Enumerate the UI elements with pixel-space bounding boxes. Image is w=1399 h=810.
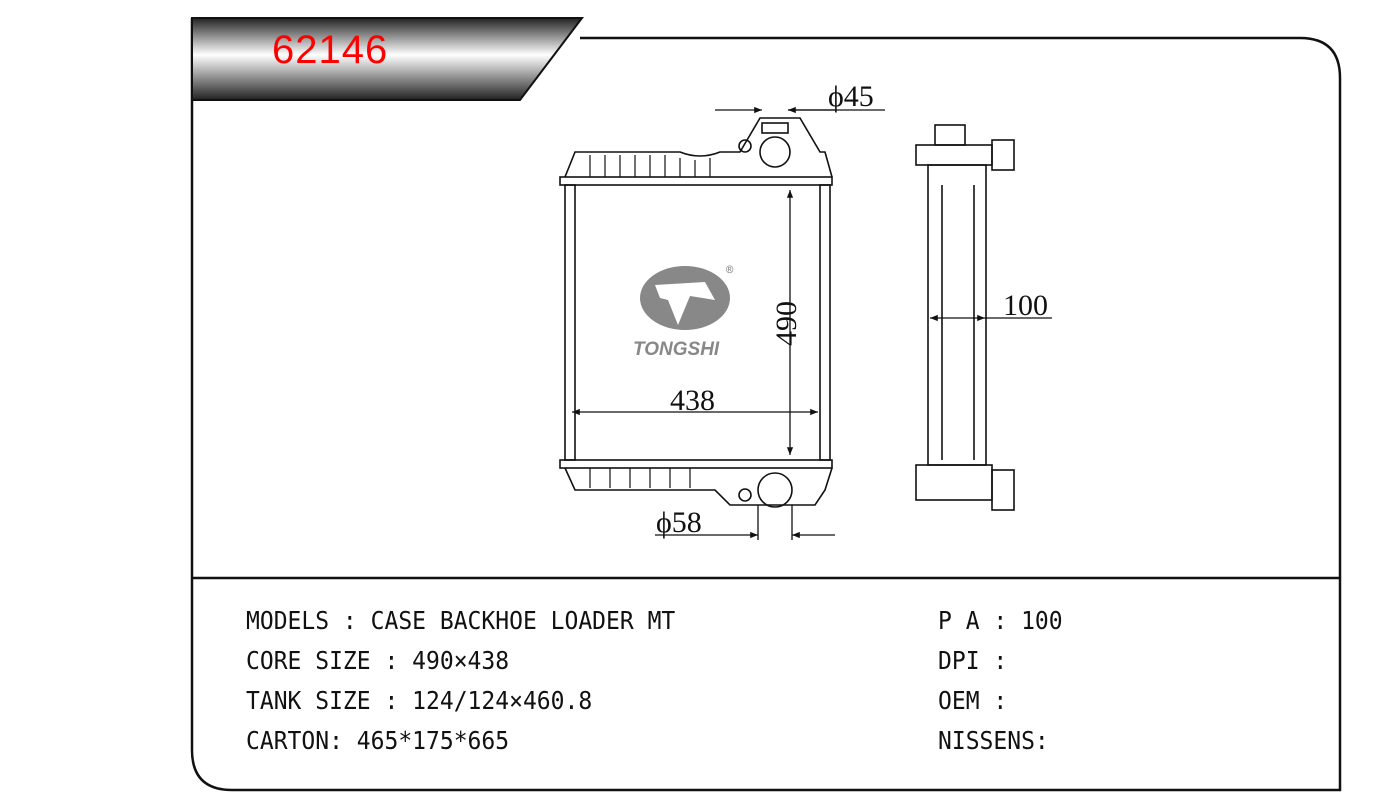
core-height-label: 490 [770, 301, 803, 346]
spec-tank-size: TANK SIZE : 124/124×460.8 [246, 686, 593, 715]
core-width-label: 438 [670, 384, 715, 417]
spec-nissens: NISSENS: [938, 726, 1049, 755]
spec-pa: P A : 100 [938, 606, 1063, 635]
spec-carton: CARTON: 465*175*665 [246, 726, 510, 755]
inlet-diameter-label: ϕ45 [828, 80, 874, 113]
spec-oem: OEM : [938, 686, 1008, 715]
outlet-diameter-label: ϕ58 [656, 506, 702, 539]
spec-core-size: CORE SIZE : 490×438 [246, 646, 510, 675]
part-number: 62146 [272, 28, 389, 72]
radiator-side-view [915, 124, 1015, 511]
radiator-front-view [559, 117, 833, 508]
registered-mark: ® [726, 263, 734, 277]
spec-models: MODELS : CASE BACKHOE LOADER MT [246, 606, 676, 635]
thickness-label: 100 [1003, 289, 1048, 322]
logo-brand: TONGSHI [633, 339, 720, 360]
tongshi-logo: ® TONGSHI [633, 263, 734, 360]
spec-dpi: DPI : [938, 646, 1008, 675]
